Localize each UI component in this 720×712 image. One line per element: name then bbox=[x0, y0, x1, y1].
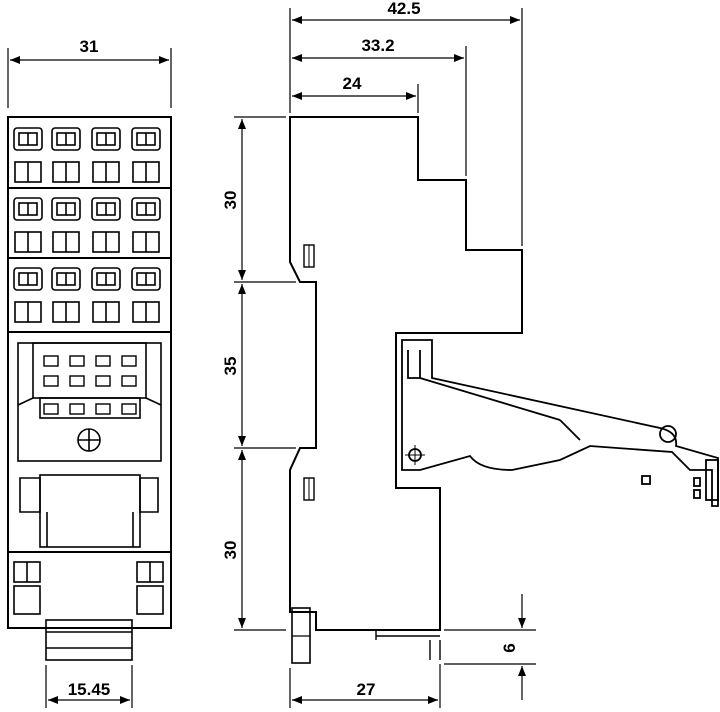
label-depth-mid: 33.2 bbox=[361, 36, 394, 55]
terminal-block bbox=[91, 197, 121, 253]
side-body-outline bbox=[289, 116, 523, 631]
terminal-grid bbox=[13, 127, 161, 323]
terminal-block bbox=[51, 267, 81, 323]
label-depth-total: 42.5 bbox=[387, 0, 420, 18]
dim-offset-bottom bbox=[444, 594, 536, 700]
terminal-block bbox=[51, 197, 81, 253]
contact-window bbox=[95, 403, 111, 415]
contact-window bbox=[43, 355, 59, 367]
dim-depth-mid bbox=[292, 46, 467, 176]
label-height-bottom: 30 bbox=[221, 541, 240, 560]
side-view bbox=[289, 116, 523, 664]
contact-window bbox=[43, 403, 59, 415]
dim-depth-small bbox=[292, 84, 419, 113]
dim-front-width bbox=[7, 48, 172, 108]
front-body-outline bbox=[7, 116, 172, 629]
retaining-clip bbox=[401, 339, 719, 507]
terminal-block bbox=[131, 267, 161, 323]
terminal-block bbox=[13, 197, 43, 253]
contact-window bbox=[121, 375, 137, 387]
contact-grid bbox=[43, 355, 137, 415]
terminal-block bbox=[51, 127, 81, 183]
bottom-terminals bbox=[13, 561, 164, 615]
label-depth-small: 24 bbox=[343, 74, 362, 93]
label-base-width: 15.45 bbox=[68, 680, 111, 699]
contact-window bbox=[121, 403, 137, 415]
dim-depth-total bbox=[289, 8, 523, 246]
label-height-rail: 35 bbox=[221, 357, 240, 376]
base-foot bbox=[45, 619, 133, 661]
contact-window bbox=[69, 403, 85, 415]
terminal-block bbox=[131, 197, 161, 253]
label-offset-bottom: 6 bbox=[500, 643, 519, 652]
label-front-width: 31 bbox=[80, 37, 99, 56]
terminal-block bbox=[13, 267, 43, 323]
contact-window bbox=[43, 375, 59, 387]
contact-window bbox=[69, 355, 85, 367]
label-depth-lower: 27 bbox=[357, 680, 376, 699]
contact-window bbox=[95, 375, 111, 387]
dim-base-width bbox=[45, 665, 133, 708]
contact-window bbox=[95, 355, 111, 367]
label-height-top: 30 bbox=[221, 191, 240, 210]
dim-heights bbox=[234, 116, 296, 631]
terminal-block bbox=[13, 127, 43, 183]
terminal-block bbox=[131, 127, 161, 183]
contact-window bbox=[69, 375, 85, 387]
contact-window bbox=[121, 355, 137, 367]
terminal-block bbox=[91, 267, 121, 323]
terminal-block bbox=[91, 127, 121, 183]
front-view bbox=[7, 116, 172, 661]
dim-depth-lower bbox=[289, 664, 441, 708]
coil-compartment bbox=[17, 342, 162, 548]
